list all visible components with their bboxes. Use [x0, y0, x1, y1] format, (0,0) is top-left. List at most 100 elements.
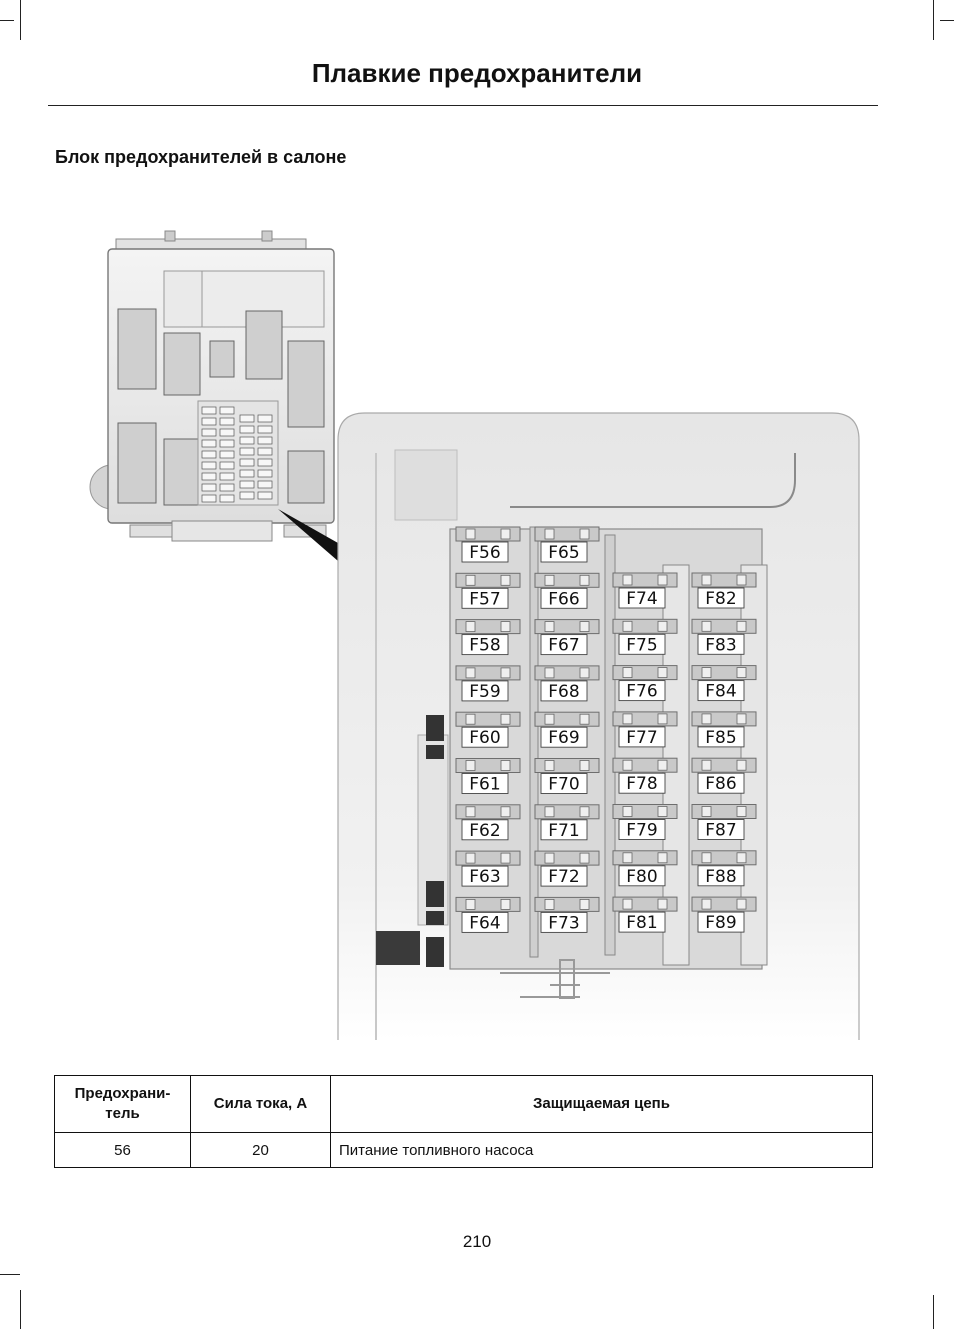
crop-mark-top-left-v [20, 0, 21, 40]
fuse-label: F69 [548, 728, 579, 748]
page-number: 210 [462, 1232, 492, 1251]
mini-fuse [219, 439, 235, 448]
fuse-slot: F77 [612, 711, 678, 748]
mini-fuse [219, 483, 235, 492]
fuse-slot: F56 [455, 526, 521, 563]
fuse-slot: F63 [455, 850, 521, 887]
fuse-slot: F88 [691, 850, 757, 887]
cell-fuse: 56 [54, 1132, 191, 1168]
fuse-slot: F84 [691, 665, 757, 702]
fuse-label: F80 [626, 867, 657, 887]
mini-fuse [219, 472, 235, 481]
fuse-slot: F67 [534, 619, 600, 656]
fuse-slot: F78 [612, 757, 678, 794]
mini-fuse [239, 458, 255, 467]
mini-fuse [239, 480, 255, 489]
fuse-slot: F65 [534, 526, 600, 563]
mini-fuse [257, 491, 273, 500]
fuse-slot: F74 [612, 572, 678, 609]
fuse-slot: F68 [534, 665, 600, 702]
fuse-slot: F75 [612, 618, 678, 655]
mini-fuse [201, 483, 217, 492]
fuse-label: F89 [705, 913, 736, 933]
crop-mark-bottom-left-v [20, 1290, 21, 1329]
header-fuse-line1: Предохрани- [74, 1085, 171, 1102]
mini-fuse [219, 461, 235, 470]
fuse-slot: F76 [612, 665, 678, 702]
fuse-label: F58 [469, 636, 500, 656]
fuse-slot: F69 [534, 711, 600, 748]
fuse-label: F75 [626, 635, 657, 655]
fuse-label: F84 [705, 682, 736, 702]
fuse-box-overview [89, 230, 335, 542]
fuse-label: F82 [705, 589, 736, 609]
fuse-label: F88 [705, 867, 736, 887]
fuse-label: F76 [626, 682, 657, 702]
fuse-label: F71 [548, 821, 579, 841]
mini-fuse [201, 450, 217, 459]
fuse-label: F72 [548, 867, 579, 887]
mini-fuse [201, 417, 217, 426]
title-divider [48, 105, 878, 106]
mini-fuse [257, 414, 273, 423]
fuse-slot: F87 [691, 804, 757, 841]
crop-mark-top-right-v [933, 0, 934, 40]
mini-fuse [201, 428, 217, 437]
mini-fuse [239, 447, 255, 456]
fuse-slot: F89 [691, 896, 757, 933]
fuse-label: F60 [469, 728, 500, 748]
fuse-slot: F81 [612, 896, 678, 933]
mini-fuse [201, 406, 217, 415]
crop-mark-top-right-h [940, 20, 954, 21]
fuse-label: F85 [705, 728, 736, 748]
mini-fuse [239, 469, 255, 478]
fuse-label: F79 [626, 821, 657, 841]
fuse-label: F61 [469, 775, 500, 795]
mini-fuse [239, 491, 255, 500]
fuse-label: F56 [469, 543, 500, 563]
mini-fuse [257, 436, 273, 445]
header-fuse-line2: тель [105, 1105, 140, 1122]
crop-mark-bottom-right-v [933, 1295, 934, 1329]
mini-fuse [201, 439, 217, 448]
mini-fuse [239, 414, 255, 423]
mini-fuse [257, 447, 273, 456]
mini-fuse [239, 436, 255, 445]
fuse-label: F86 [705, 774, 736, 794]
fuse-slot: F62 [455, 804, 521, 841]
crop-mark-top-left-h [0, 20, 14, 21]
fuse-label: F64 [469, 913, 500, 933]
fuse-label: F83 [705, 635, 736, 655]
header-fuse: Предохрани- тель [54, 1075, 191, 1133]
fuse-label: F68 [548, 682, 579, 702]
fuse-slot: F58 [455, 619, 521, 656]
fuse-slot: F83 [691, 618, 757, 655]
fuse-label: F65 [548, 543, 579, 563]
fuse-label: F63 [469, 867, 500, 887]
section-heading: Блок предохранителей в салоне [55, 147, 347, 167]
fuse-slot: F73 [534, 896, 600, 933]
fuse-label: F70 [548, 775, 579, 795]
fuse-label: F59 [469, 682, 500, 702]
mini-fuse [257, 469, 273, 478]
fuse-slot: F59 [455, 665, 521, 702]
fuse-slot: F79 [612, 804, 678, 841]
fuse-slot: F80 [612, 850, 678, 887]
fuse-label: F78 [626, 774, 657, 794]
fuse-slot: F60 [455, 711, 521, 748]
mini-fuse [219, 406, 235, 415]
mini-fuse [257, 480, 273, 489]
fuse-box-detail: F56F57F58F59F60F61F62F63F64F65F66F67F68F… [337, 412, 860, 1040]
mini-fuse [219, 428, 235, 437]
mini-fuse [201, 494, 217, 503]
fuse-label: F67 [548, 636, 579, 656]
fuse-table: Предохрани- тель Сила тока, А Защищаемая… [54, 1075, 873, 1168]
header-circuit: Защищаемая цепь [330, 1075, 873, 1133]
leader-arrow [278, 509, 338, 561]
mini-fuse [257, 425, 273, 434]
mini-fuse [239, 425, 255, 434]
fuse-label: F81 [626, 913, 657, 933]
fuse-slot: F86 [691, 757, 757, 794]
fuse-label: F73 [548, 913, 579, 933]
fuse-slot: F70 [534, 758, 600, 795]
